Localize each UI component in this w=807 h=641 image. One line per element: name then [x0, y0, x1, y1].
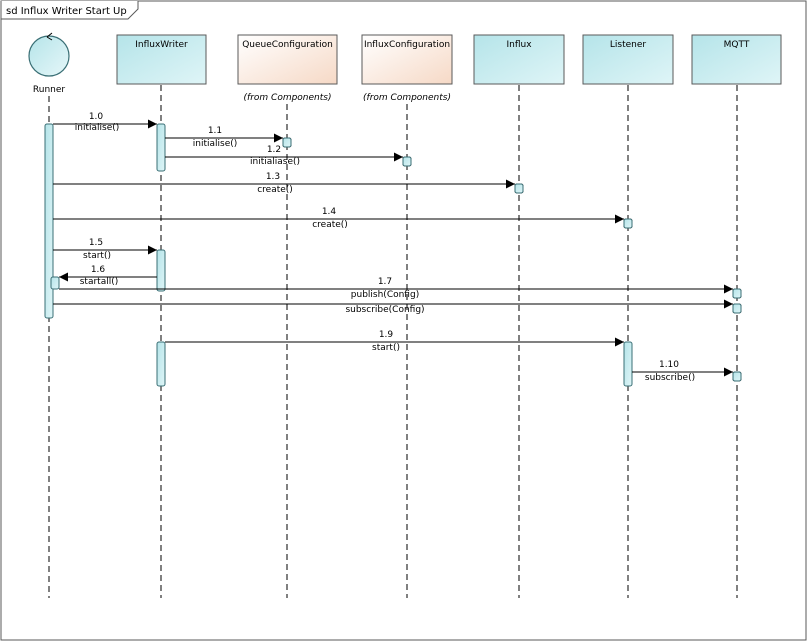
participant-influxconfiguration[interactable]: InfluxConfiguration (from Components)	[361, 34, 453, 103]
message-1-3-name: create()	[257, 185, 293, 195]
frame-title: sd Influx Writer Start Up	[6, 6, 127, 17]
message-1-9-number: 1.9	[379, 330, 394, 340]
focus-boxes-colored	[282, 137, 742, 382]
message-1-5-number: 1.5	[89, 238, 103, 248]
participant-box	[237, 34, 338, 85]
message-1-2-number: 1.2	[267, 145, 281, 155]
participant-label: InfluxConfiguration	[364, 40, 450, 50]
participant-listener[interactable]: Listener	[582, 34, 674, 85]
participant-note: (from Components)	[363, 93, 451, 103]
participant-box	[691, 34, 782, 85]
participant-box	[582, 34, 674, 85]
message-1-7-name: publish(Config)	[351, 290, 419, 300]
activation-listener	[623, 341, 633, 387]
message-1-0-number: 1.0	[89, 112, 104, 122]
message-1-10-number: 1.10	[659, 360, 679, 370]
activation-influxwriter-3	[156, 341, 166, 387]
message-1-6-number: 1.6	[91, 265, 106, 275]
participant-label: MQTT	[724, 40, 750, 50]
message-1-5-name: start()	[83, 251, 111, 261]
activation-influxwriter-2	[156, 249, 166, 292]
participant-mqtt[interactable]: MQTT	[691, 34, 782, 85]
activation-runner	[44, 123, 54, 319]
focus-influx-fill	[514, 183, 524, 194]
message-subscribe-config-name: subscribe(Config)	[345, 305, 424, 315]
message-1-1-number: 1.1	[208, 126, 222, 136]
focus-mqtt-2-fill	[732, 303, 742, 314]
message-1-4-number: 1.4	[322, 207, 337, 217]
message-1-1-name: initialise()	[193, 139, 238, 149]
activation-influxwriter-1	[156, 123, 166, 172]
participant-box	[361, 34, 453, 85]
participant-queueconfiguration[interactable]: QueueConfiguration (from Components)	[237, 34, 338, 103]
actor-arrow-icon	[46, 32, 53, 41]
activation-runner-nested	[50, 276, 60, 290]
message-1-6-name: startall()	[80, 277, 119, 287]
participant-runner[interactable]: Runner	[28, 32, 70, 95]
message-1-0-name: initialise()	[75, 123, 120, 133]
participant-label: Influx	[506, 40, 532, 50]
participant-box	[116, 34, 207, 85]
participant-box	[473, 34, 565, 85]
focus-mqtt-1-fill	[732, 288, 742, 299]
participant-label: Runner	[33, 85, 65, 95]
activations	[44, 123, 633, 387]
focus-queueconfiguration-fill	[282, 137, 292, 148]
message-1-10-name: subscribe()	[645, 373, 695, 383]
participant-influx[interactable]: Influx	[473, 34, 565, 85]
message-labels: 1.0 initialise() 1.1 initialise() 1.2 in…	[75, 112, 695, 383]
frame-title-tab	[0, 1, 139, 20]
messages	[53, 119, 733, 377]
participant-note: (from Components)	[244, 93, 332, 103]
participant-label: Listener	[610, 40, 647, 50]
message-1-4-name: create()	[312, 220, 348, 230]
participant-label: InfluxWriter	[135, 40, 188, 50]
focus-influxconfiguration-fill	[402, 156, 412, 167]
message-1-3-number: 1.3	[266, 172, 280, 182]
focus-listener-fill	[623, 218, 633, 229]
actor-icon	[28, 35, 70, 77]
message-1-2-name: initialiase()	[250, 157, 300, 167]
participant-label: QueueConfiguration	[242, 40, 333, 50]
message-1-7-number: 1.7	[378, 277, 392, 287]
focus-mqtt-3-fill	[732, 371, 742, 382]
participant-influxwriter[interactable]: InfluxWriter	[116, 34, 207, 85]
message-1-9-name: start()	[372, 343, 400, 353]
